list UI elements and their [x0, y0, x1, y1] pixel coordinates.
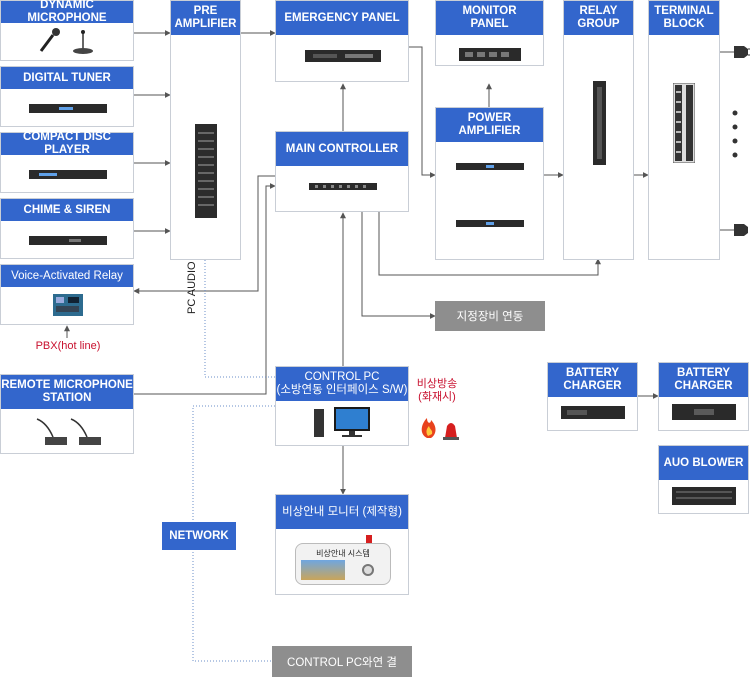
- power-amplifier-device-icon: [456, 220, 524, 227]
- line-remote-to-main: [134, 183, 276, 395]
- tuner-device-icon: [29, 104, 107, 113]
- line-main-to-voice-relay: [133, 175, 275, 294]
- node-title: CHIME & SIREN: [23, 203, 111, 216]
- chime-device-icon: [29, 236, 107, 245]
- main-controller-device-icon: [309, 183, 377, 190]
- relay-group-rack-icon: [593, 81, 606, 165]
- node-auo-blower: AUO BLOWER: [658, 445, 749, 514]
- node-title-line1: REMOTE MICROPHONE: [1, 379, 133, 391]
- node-dynamic-microphone: DYNAMIC MICROPHONE: [0, 0, 134, 61]
- battery-charger-device-icon: [561, 406, 625, 419]
- microphone-icon: [39, 28, 93, 54]
- plug-icons: [734, 46, 750, 236]
- node-title-line1: PRE: [193, 5, 218, 17]
- node-title: COMPACT DISC PLAYER: [23, 131, 111, 156]
- battery-charger-device-icon: [672, 404, 736, 420]
- power-amplifier-device-icon: [456, 163, 524, 170]
- node-pre-amplifier: PRE AMPLIFIER: [170, 0, 241, 260]
- terminal-block-icon: [673, 83, 695, 163]
- dotted-pc-audio: [204, 260, 275, 378]
- ellipsis-dots: [732, 110, 738, 158]
- blower-device-icon: [672, 487, 736, 505]
- monitor-alarm-lamp-icon: [366, 535, 372, 543]
- node-title-line2: BLOCK: [663, 18, 705, 30]
- node-title: EMERGENCY PANEL: [284, 11, 400, 24]
- monitor-screen-title: 비상안내 시스템: [316, 549, 370, 558]
- pre-amplifier-rack-icon: [195, 124, 217, 218]
- fire-broadcast-line2: (화재시): [418, 391, 456, 403]
- node-emergency-monitor: 비상안내 모니터 (제작형) 비상안내 시스템: [275, 494, 409, 595]
- emergency-panel-device-icon: [305, 50, 381, 62]
- node-title: DIGITAL TUNER: [23, 71, 111, 84]
- network-label: NETWORK: [162, 522, 236, 550]
- node-title-line1: BATTERY: [676, 367, 731, 379]
- node-title-line2: AMPLIFIER: [174, 18, 237, 30]
- line-main-to-designated: [361, 211, 436, 319]
- node-title-line2: CHARGER: [674, 380, 733, 392]
- pbx-label: PBX(hot line): [35, 340, 101, 352]
- node-voice-activated-relay: Voice-Activated Relay: [0, 264, 134, 325]
- node-power-amplifier: POWER AMPLIFIER: [435, 107, 544, 260]
- control-pc-link-label: CONTROL PC와연 결: [272, 646, 412, 677]
- node-title-line1: BATTERY: [565, 367, 620, 379]
- node-title-line2: CHARGER: [563, 380, 622, 392]
- monitor-screen: [301, 560, 345, 580]
- desktop-pc-icon: [314, 407, 370, 437]
- node-battery-charger-1: BATTERY CHARGER: [547, 362, 638, 431]
- node-battery-charger-2: BATTERY CHARGER: [658, 362, 749, 431]
- node-title-line2: STATION: [42, 392, 92, 404]
- node-title-line1: TERMINAL: [654, 5, 714, 17]
- pc-audio-label: PC AUDIO: [186, 261, 198, 314]
- node-chime-siren: CHIME & SIREN: [0, 198, 134, 259]
- node-title-line2: (소방연동 인터페이스 S/W): [276, 384, 408, 396]
- node-digital-tuner: DIGITAL TUNER: [0, 66, 134, 127]
- monitor-device: 비상안내 시스템: [295, 543, 391, 585]
- desk-microphone-icon: [36, 418, 101, 445]
- fire-broadcast-label: 비상방송 (화재시): [410, 378, 464, 404]
- fire-alarm-icon: [421, 418, 459, 440]
- node-control-pc: CONTROL PC (소방연동 인터페이스 S/W): [275, 366, 409, 446]
- cd-player-icon: [29, 170, 107, 179]
- node-relay-group: RELAY GROUP: [563, 0, 634, 260]
- node-terminal-block: TERMINAL BLOCK: [648, 0, 720, 260]
- monitor-knob-icon: [362, 564, 374, 576]
- node-title-line1: CONTROL PC: [304, 371, 380, 383]
- node-title-line1: RELAY: [579, 5, 618, 17]
- plug-icon: [734, 46, 748, 58]
- relay-board-icon: [53, 294, 83, 316]
- line-emergency-to-power: [409, 46, 436, 178]
- line-main-to-relay: [378, 211, 601, 276]
- node-monitor-panel: MONITOR PANEL: [435, 0, 544, 66]
- designated-equipment-label: 지정장비 연동: [435, 301, 545, 331]
- node-compact-disc-player: COMPACT DISC PLAYER: [0, 131, 134, 193]
- node-title: AUO BLOWER: [663, 456, 744, 469]
- node-title-line1: POWER: [467, 112, 512, 124]
- node-title-line2: PANEL: [470, 18, 509, 30]
- node-title-line1: MONITOR: [462, 5, 517, 17]
- plug-icon: [734, 224, 748, 236]
- monitor-panel-device-icon: [459, 48, 521, 61]
- fire-broadcast-line1: 비상방송: [416, 378, 458, 390]
- node-title-line2: AMPLIFIER: [458, 125, 521, 137]
- node-remote-microphone-station: REMOTE MICROPHONE STATION: [0, 374, 134, 454]
- node-title: DYNAMIC MICROPHONE: [27, 0, 107, 24]
- node-title: MAIN CONTROLLER: [285, 142, 399, 155]
- node-main-controller: MAIN CONTROLLER: [275, 131, 409, 212]
- node-title: Voice-Activated Relay: [11, 269, 123, 282]
- node-title-line2: GROUP: [577, 18, 620, 30]
- node-emergency-panel: EMERGENCY PANEL: [275, 0, 409, 82]
- node-title: 비상안내 모니터 (제작형): [282, 505, 402, 518]
